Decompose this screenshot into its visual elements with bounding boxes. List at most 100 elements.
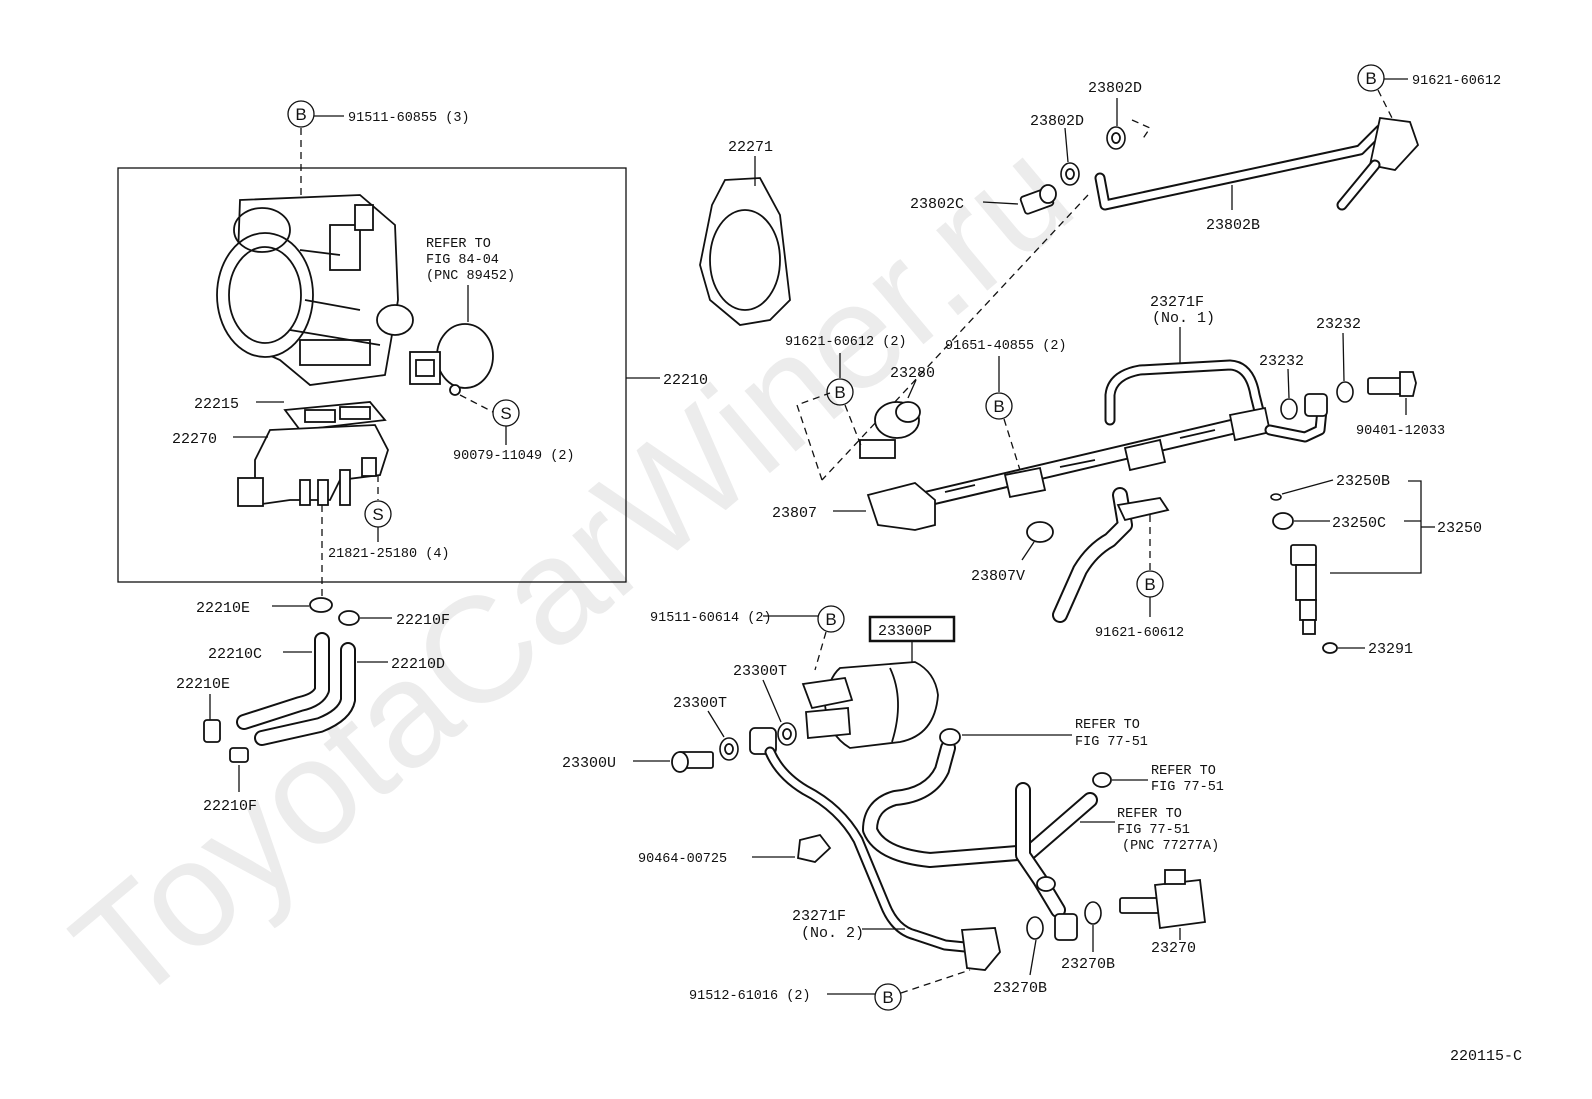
gasket-22271	[699, 177, 791, 326]
svg-text:S: S	[372, 505, 383, 524]
fuel-inlet-connector	[1264, 393, 1328, 443]
label-23271F-No2-line1: 23271F	[792, 908, 846, 925]
svg-text:B: B	[1365, 69, 1376, 88]
fuel-pipe-23271F-No1	[1104, 359, 1266, 426]
gasket-23802D-top	[1106, 126, 1126, 150]
return-hose	[1052, 487, 1170, 623]
union-23270	[1054, 913, 1078, 941]
hose-clamp-22210F-bottom	[229, 747, 249, 763]
refer-fig-84-04-line2: FIG 84-04	[426, 253, 499, 268]
bolt-badge-4: B	[1136, 570, 1164, 598]
label-23250: 23250	[1437, 520, 1482, 537]
fuel-hose-secondary	[1015, 782, 1066, 918]
bolt-badge-3: B	[985, 392, 1013, 420]
label-22215: 22215	[194, 396, 239, 413]
idle-air-control-valve	[237, 424, 389, 507]
label-23291: 23291	[1368, 641, 1413, 658]
hose-clamp-22210E-bottom	[203, 719, 221, 743]
air-hose-22210C	[236, 632, 330, 730]
label-23280: 23280	[890, 365, 935, 382]
fuel-injector-23250	[1290, 544, 1317, 635]
label-23802D-top: 23802D	[1088, 80, 1142, 97]
fuel-hose-main	[862, 728, 1098, 868]
label-23300T-right: 23300T	[733, 663, 787, 680]
svg-text:B: B	[295, 105, 306, 124]
label-90401-12033: 90401-12033	[1356, 424, 1445, 439]
label-23300U: 23300U	[562, 755, 616, 772]
label-23270: 23270	[1151, 940, 1196, 957]
gasket-23300T-left	[719, 737, 739, 761]
fuel-delivery-rail-23807	[866, 406, 1272, 531]
svg-text:B: B	[825, 610, 836, 629]
gasket-23270B-right	[1084, 901, 1102, 925]
seal-23291	[1322, 642, 1338, 654]
hose-clamp-refer-b	[1092, 772, 1112, 788]
label-22270: 22270	[172, 431, 217, 448]
svg-text:B: B	[882, 988, 893, 1007]
label-23270B-left: 23270B	[993, 980, 1047, 997]
hose-clamp-22210E-top	[309, 597, 333, 613]
label-21821-25180: 21821-25180 (4)	[328, 547, 450, 562]
label-91621-60612-2: 91621-60612 (2)	[785, 335, 907, 350]
pulsation-damper-23280	[859, 401, 921, 459]
label-91621-60612-bottom: 91621-60612	[1095, 626, 1184, 641]
label-23802D-mid: 23802D	[1030, 113, 1084, 130]
bolt-badge-2: B	[826, 378, 854, 406]
refer-fig-84-04-line3: (PNC 89452)	[426, 269, 515, 284]
label-23802C: 23802C	[910, 196, 964, 213]
union-bolt-23300U	[671, 751, 714, 773]
label-23271F-No1-line2: (No. 1)	[1152, 310, 1215, 327]
svg-text:S: S	[500, 404, 511, 423]
label-91621-60612-top: 91621-60612	[1412, 74, 1501, 89]
label-91511-60855: 91511-60855 (3)	[348, 111, 470, 126]
label-23300T-left: 23300T	[673, 695, 727, 712]
refer-fig-84-04-line1: REFER TO	[426, 237, 491, 252]
gasket-23232-right	[1336, 381, 1354, 403]
gasket-22215	[283, 401, 387, 431]
label-91511-60614-2: 91511-60614 (2)	[650, 611, 772, 626]
label-22271: 22271	[728, 139, 773, 156]
label-90464-00725: 90464-00725	[638, 852, 727, 867]
grommet-23250C	[1272, 512, 1294, 530]
gasket-23232-left	[1280, 398, 1298, 420]
label-22210F-bottom: 22210F	[203, 798, 257, 815]
gasket-23270B-left	[1026, 916, 1044, 940]
refer-fig-77-51-b-line1: REFER TO	[1151, 764, 1216, 779]
diagram-code: 220115-C	[1450, 1048, 1522, 1065]
label-22210E-top: 22210E	[196, 600, 250, 617]
label-23271F-No1-line1: 23271F	[1150, 294, 1204, 311]
label-22210C: 22210C	[208, 646, 262, 663]
screw-badge-1: S	[492, 399, 520, 427]
label-23232-right: 23232	[1316, 316, 1361, 333]
refer-fig-77-51-c-line2: FIG 77-51	[1117, 823, 1190, 838]
label-22210E-bottom: 22210E	[176, 676, 230, 693]
svg-text:B: B	[993, 397, 1004, 416]
screw-badge-2: S	[364, 500, 392, 528]
clip-90464-00725	[797, 833, 832, 863]
air-hose-22210D	[254, 642, 356, 746]
refer-fig-77-51-c-line3: (PNC 77277A)	[1122, 839, 1219, 854]
bolt-badge-top-right: B	[1357, 64, 1385, 92]
label-91651-40855-2: 91651-40855 (2)	[945, 339, 1067, 354]
label-23232-left: 23232	[1259, 353, 1304, 370]
refer-fig-77-51-c-line1: REFER TO	[1117, 807, 1182, 822]
watermark: ToyotaCarWiner.ru	[43, 107, 1103, 1034]
hose-clamp-22210F-top	[338, 610, 360, 626]
label-23250C: 23250C	[1332, 515, 1386, 532]
fuel-pressure-regulator-23270	[1119, 869, 1206, 930]
refer-fig-77-51-a-line1: REFER TO	[1075, 718, 1140, 733]
fuel-pipe-23802B	[1094, 116, 1420, 211]
label-91512-61016-2: 91512-61016 (2)	[689, 989, 811, 1004]
gasket-23802D-mid	[1060, 162, 1080, 186]
svg-text:B: B	[1144, 575, 1155, 594]
fuel-filter-23300	[801, 661, 939, 749]
label-23250B: 23250B	[1336, 473, 1390, 490]
label-22210D: 22210D	[391, 656, 445, 673]
union-bolt-90401-12033	[1367, 371, 1417, 397]
label-23270B-right: 23270B	[1061, 956, 1115, 973]
o-ring-23250B	[1270, 493, 1282, 501]
throttle-position-sensor	[409, 323, 494, 396]
label-23802B: 23802B	[1206, 217, 1260, 234]
throttle-body-group-frame	[117, 167, 627, 583]
